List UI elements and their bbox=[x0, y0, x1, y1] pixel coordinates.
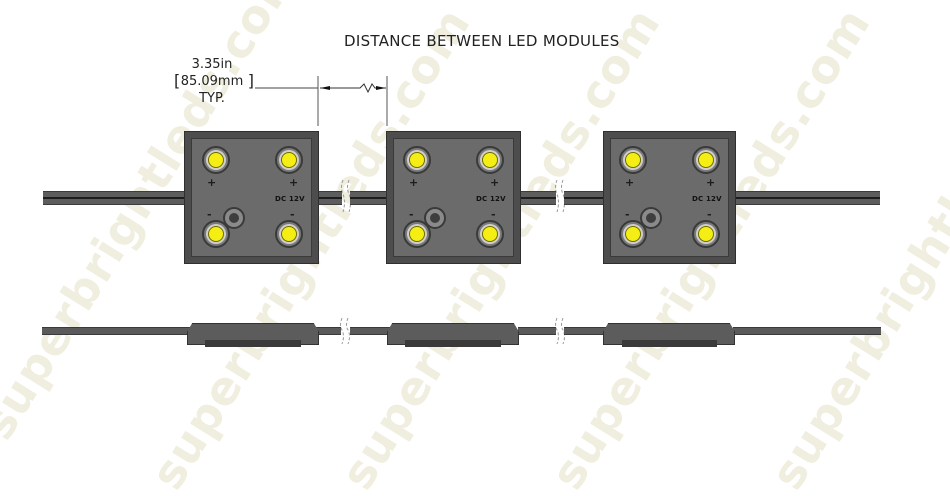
side-module-1-base bbox=[205, 340, 301, 347]
led-icon bbox=[202, 146, 230, 174]
side-cable-segment bbox=[42, 327, 192, 335]
bracket-left: [ bbox=[174, 71, 181, 90]
led-icon bbox=[275, 220, 303, 248]
led-icon bbox=[692, 146, 720, 174]
break-mark bbox=[341, 179, 565, 213]
led-icon bbox=[692, 220, 720, 248]
cable-segment bbox=[564, 191, 604, 205]
dimension-metric-wrap: [ 85.09mm ] bbox=[172, 71, 254, 90]
led-icon bbox=[619, 146, 647, 174]
cable-segment bbox=[319, 191, 342, 205]
minus-label: - bbox=[707, 208, 712, 221]
led-icon bbox=[476, 146, 504, 174]
plus-label: + bbox=[207, 176, 217, 189]
screw-hole-icon bbox=[223, 207, 245, 229]
minus-label: - bbox=[290, 208, 295, 221]
led-icon bbox=[476, 220, 504, 248]
cable-segment bbox=[350, 191, 387, 205]
led-icon bbox=[403, 146, 431, 174]
plus-label: + bbox=[706, 176, 716, 189]
dimension-imperial: 3.35in bbox=[191, 57, 233, 72]
minus-label: - bbox=[207, 208, 212, 221]
plus-label: + bbox=[289, 176, 299, 189]
side-cable-segment bbox=[350, 327, 392, 335]
minus-label: - bbox=[491, 208, 496, 221]
dimension-label: 3.35in [ 85.09mm ] TYP. bbox=[172, 56, 254, 107]
dimension-metric: 85.09mm bbox=[180, 74, 244, 89]
minus-label: - bbox=[625, 208, 630, 221]
led-module-3: + + - - DC 12V bbox=[603, 131, 736, 264]
bracket-right: ] bbox=[247, 71, 254, 90]
side-module-3-base bbox=[622, 340, 717, 347]
break-mark bbox=[340, 317, 565, 345]
cable-segment bbox=[735, 191, 880, 205]
side-cable-segment bbox=[733, 327, 881, 335]
screw-hole-icon bbox=[424, 207, 446, 229]
diagram-title: DISTANCE BETWEEN LED MODULES bbox=[344, 32, 620, 50]
led-icon bbox=[202, 220, 230, 248]
led-icon bbox=[275, 146, 303, 174]
voltage-label: DC 12V bbox=[476, 195, 506, 203]
side-cable-segment bbox=[564, 327, 606, 335]
plus-label: + bbox=[625, 176, 635, 189]
minus-label: - bbox=[409, 208, 414, 221]
side-cable-segment bbox=[518, 327, 556, 335]
side-cable-segment bbox=[316, 327, 341, 335]
led-icon bbox=[403, 220, 431, 248]
cable-segment bbox=[43, 191, 185, 205]
led-module-1: + + - - DC 12V bbox=[184, 131, 319, 264]
plus-label: + bbox=[490, 176, 500, 189]
dimension-note: TYP. bbox=[199, 91, 225, 106]
voltage-label: DC 12V bbox=[692, 195, 722, 203]
cable-segment bbox=[520, 191, 556, 205]
side-module-2-base bbox=[405, 340, 501, 347]
dimension-lines bbox=[255, 76, 565, 345]
screw-hole-icon bbox=[640, 207, 662, 229]
led-module-2: + + - - DC 12V bbox=[386, 131, 521, 264]
voltage-label: DC 12V bbox=[275, 195, 305, 203]
plus-label: + bbox=[409, 176, 419, 189]
